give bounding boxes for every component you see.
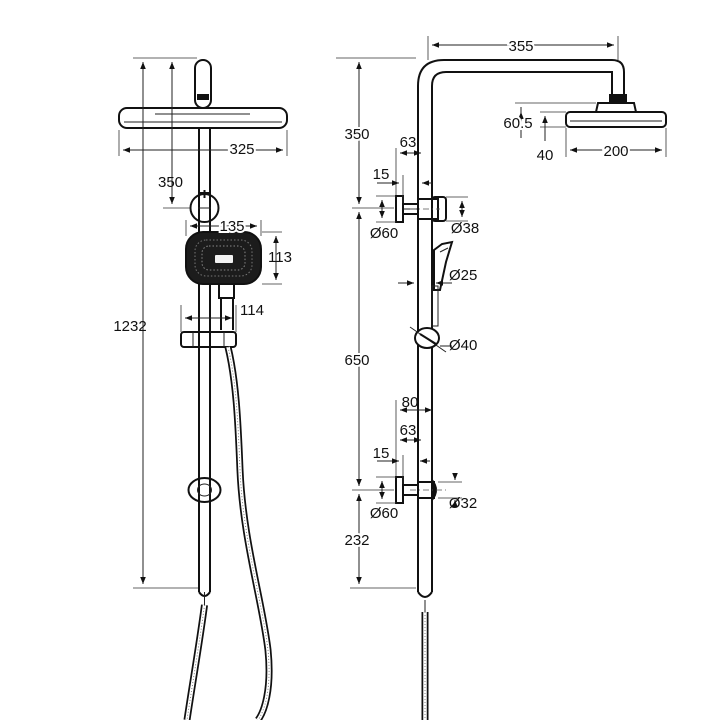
dim-head-diameter-label: 200	[603, 143, 628, 160]
dim-bottom-arm-offset-label: 80	[402, 394, 419, 411]
dim-head-width: 325	[118, 130, 288, 160]
dim-bottom-extension: 232	[342, 494, 416, 589]
side-bottom-wall-bracket	[395, 476, 446, 504]
dim-arm-height-label: 350	[344, 126, 369, 143]
side-diverter-knob	[409, 326, 447, 353]
dim-top-wall-plate: Ø60	[370, 195, 398, 242]
dim-head-drop: 60.5	[501, 102, 596, 138]
dim-hand-height-label: 113	[268, 249, 292, 266]
dim-bottom-pipe-diameter: Ø32	[438, 473, 477, 512]
dim-arm-height: 350	[336, 57, 416, 209]
dim-total-height: 1232	[113, 57, 198, 589]
dim-diverter-diameter: Ø40	[440, 337, 477, 354]
front-bottom-wall-bracket	[187, 477, 222, 503]
dim-arm-reach-label: 355	[508, 38, 533, 55]
dim-hand-width: 135	[185, 216, 262, 237]
dim-bottom-wall-plate: Ø60	[370, 476, 398, 522]
dim-top-wall-plate-label: Ø60	[370, 225, 398, 242]
dim-top-bracket-gap-label: 15	[373, 166, 390, 183]
side-view: 355 350 60.5 40 200	[336, 36, 667, 720]
dim-hand-height: 113	[262, 231, 292, 285]
dim-total-height-label: 1232	[113, 318, 146, 335]
dim-head-diameter: 200	[565, 128, 667, 162]
dim-head-thickness-label: 40	[537, 147, 554, 164]
front-top-wall-bracket	[189, 190, 220, 223]
dim-hand-width-label: 135	[219, 218, 244, 235]
dim-bottom-extension-label: 232	[344, 532, 369, 549]
front-riser-pipe	[198, 128, 211, 605]
dim-top-bracket-offset: 63	[395, 134, 421, 195]
dim-head-to-bracket-label: 350	[158, 174, 183, 191]
dim-holder-offset-label: 114	[240, 302, 264, 319]
dim-top-pipe-diameter: Ø38	[446, 196, 479, 237]
dim-top-bracket-offset-label: 63	[400, 134, 417, 151]
dim-head-thickness: 40	[537, 111, 566, 164]
front-overhead-shower-head	[118, 59, 288, 129]
dim-head-to-bracket: 350	[158, 62, 190, 209]
dim-top-bracket-gap: 15	[373, 166, 432, 203]
dim-bottom-bracket-offset: 63	[400, 422, 421, 443]
dim-bottom-wall-plate-label: Ø60	[370, 505, 398, 522]
dim-hand-diameter-label: Ø25	[449, 267, 477, 284]
dim-bottom-bracket-gap: 15	[373, 445, 430, 484]
dim-head-drop-label: 60.5	[503, 115, 532, 132]
dim-hand-diameter: Ø25	[398, 267, 477, 286]
dim-bottom-pipe-diameter-label: Ø32	[449, 495, 477, 512]
dim-holder-offset: 114	[180, 302, 264, 332]
dim-bracket-spacing: 650	[342, 212, 394, 491]
side-overhead-shower-head	[565, 102, 667, 128]
front-slide-holder	[180, 331, 237, 348]
dim-diverter-diameter-label: Ø40	[449, 337, 477, 354]
front-view: 1232 350 325 135 113	[113, 57, 292, 720]
dim-bottom-bracket-offset-label: 63	[400, 422, 417, 439]
side-handshower	[431, 240, 454, 327]
dim-arm-reach: 355	[427, 36, 619, 60]
side-top-wall-bracket	[395, 195, 447, 223]
dim-head-width-label: 325	[229, 141, 254, 158]
dim-top-pipe-diameter-label: Ø38	[451, 220, 479, 237]
dim-bottom-bracket-gap-label: 15	[373, 445, 390, 462]
front-handshower	[185, 231, 262, 330]
front-hose	[183, 346, 273, 720]
side-riser-and-arm	[417, 59, 627, 612]
dim-bracket-spacing-label: 650	[344, 352, 369, 369]
